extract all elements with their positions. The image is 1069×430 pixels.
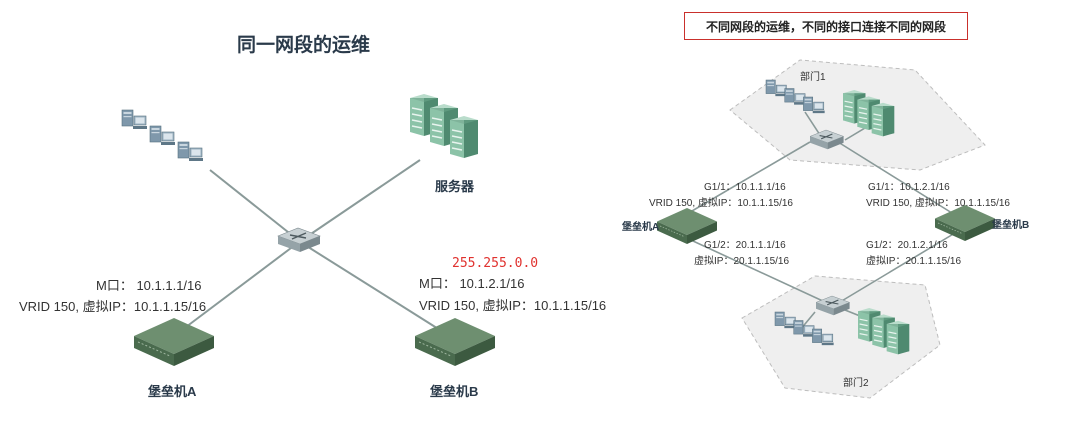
link-server-switch xyxy=(301,159,421,241)
right-bastion-a-name: 堡垒机A xyxy=(622,222,660,233)
link-dept1-bastion-a xyxy=(679,141,811,219)
bastion-a-vrid-label: VRID 150, 虚拟IP：10.1.1.15/16 xyxy=(19,299,207,314)
workstation-group-icon xyxy=(121,109,204,162)
subnet-mask-annotation: 255.255.0.0 xyxy=(452,256,539,271)
right-bastion-a-g11-vrid-label: VRID 150, 虚拟IP：10.1.1.15/16 xyxy=(649,198,793,209)
link-bastion-a-dept2 xyxy=(679,234,826,303)
right-bastion-b-g11-label: G1/1：10.1.2.1/16 xyxy=(868,182,950,193)
bastion-b-m-port-label: M口： 10.1.2.1/16 xyxy=(419,276,525,291)
right-bastion-b-g12-vip-label: 虚拟IP：20.1.1.15/16 xyxy=(866,256,962,267)
bastion-b-device-icon xyxy=(414,317,496,367)
department-2-label: 部门2 xyxy=(843,378,869,389)
server-label: 服务器 xyxy=(435,179,475,194)
department-1-label: 部门1 xyxy=(800,72,826,83)
link-switch-bastion-b xyxy=(304,244,441,331)
right-bastion-b-g11-vrid-label: VRID 150, 虚拟IP：10.1.1.15/16 xyxy=(866,198,1010,209)
right-bastion-a-g12-label: G1/2：20.1.1.1/16 xyxy=(704,240,786,251)
department-2-zone xyxy=(741,275,941,399)
link-dept1-bastion-b xyxy=(837,141,961,219)
link-dept1-pcs xyxy=(804,111,821,136)
right-bastion-a-g12-vip-label: 虚拟IP：20.1.1.15/16 xyxy=(694,256,790,267)
bastion-b-name: 堡垒机B xyxy=(430,384,479,399)
left-links xyxy=(181,159,441,331)
server-group-icon xyxy=(409,93,479,159)
right-diagram-title-text: 不同网段的运维，不同的接口连接不同的网段 xyxy=(705,19,946,34)
link-pcs-switch xyxy=(209,169,299,241)
bastion-a-device-icon xyxy=(133,317,215,367)
bastion-a-m-port-label: M口： 10.1.1.1/16 xyxy=(96,278,202,293)
left-diagram-title: 同一网段的运维 xyxy=(237,35,371,56)
right-diagram-title: 不同网段的运维，不同的接口连接不同的网段 xyxy=(684,12,968,40)
right-bastion-b-g12-label: G1/2：20.1.2.1/16 xyxy=(866,240,948,251)
link-bastion-b-dept2 xyxy=(839,229,961,303)
right-bastion-b-name: 堡垒机B xyxy=(992,220,1030,231)
right-bastion-a-g11-label: G1/1：10.1.1.1/16 xyxy=(704,182,786,193)
link-switch-bastion-a xyxy=(181,244,296,331)
bastion-b-vrid-label: VRID 150, 虚拟IP：10.1.1.15/16 xyxy=(419,298,607,313)
bastion-a-name: 堡垒机A xyxy=(148,384,197,399)
